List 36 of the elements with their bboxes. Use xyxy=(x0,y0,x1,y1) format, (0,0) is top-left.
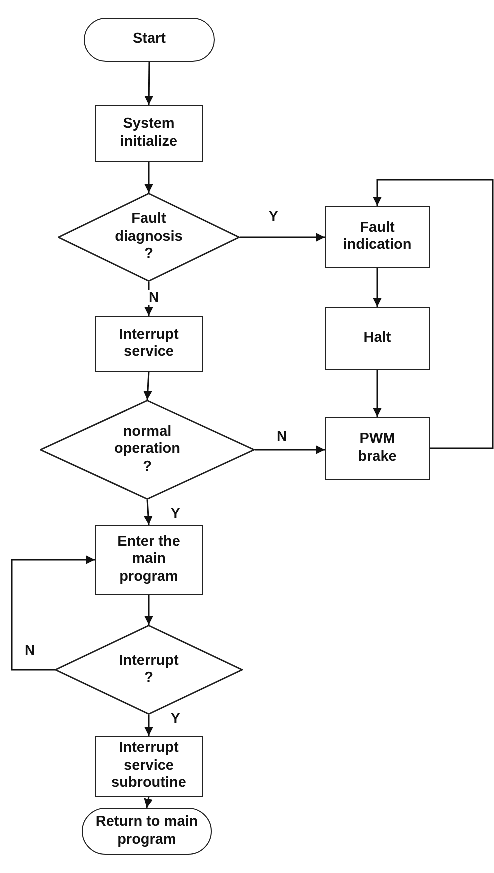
arrow xyxy=(144,500,153,526)
arrow xyxy=(373,268,382,307)
node-label: Interrupt service subroutine xyxy=(110,740,188,793)
arrow xyxy=(240,233,325,242)
terminal-shape xyxy=(82,808,212,855)
arrow xyxy=(144,282,154,316)
arrow xyxy=(144,595,154,625)
arrow xyxy=(144,372,152,400)
process-box xyxy=(95,105,203,162)
node-label: normal operation ? xyxy=(113,424,182,476)
arrow xyxy=(373,179,494,450)
node-label: Interrupt ? xyxy=(118,652,180,688)
process-box xyxy=(95,316,203,372)
process-box xyxy=(325,417,430,480)
node-label: Fault indication xyxy=(342,220,413,254)
node-label: Start xyxy=(132,31,166,49)
arrow xyxy=(144,796,154,808)
edge-label: N xyxy=(148,290,160,306)
process-box xyxy=(325,206,430,268)
node-label: PWM brake xyxy=(357,431,398,466)
arrow xyxy=(144,715,154,736)
process-box xyxy=(95,525,203,595)
node-label: Halt xyxy=(364,330,392,348)
process-box xyxy=(95,736,203,797)
node-label: System initialize xyxy=(119,116,179,151)
arrow xyxy=(11,556,95,671)
terminal-shape xyxy=(84,18,215,62)
node-label: Return to main program xyxy=(94,814,200,849)
node-label: Fault diagnosis ? xyxy=(114,211,184,264)
arrow xyxy=(255,446,325,454)
node-label: Enter the main program xyxy=(116,534,182,586)
arrow xyxy=(373,370,382,417)
node-label: Interrupt service xyxy=(118,326,180,362)
arrow xyxy=(144,162,154,193)
process-box xyxy=(325,307,430,370)
arrow xyxy=(144,62,154,105)
